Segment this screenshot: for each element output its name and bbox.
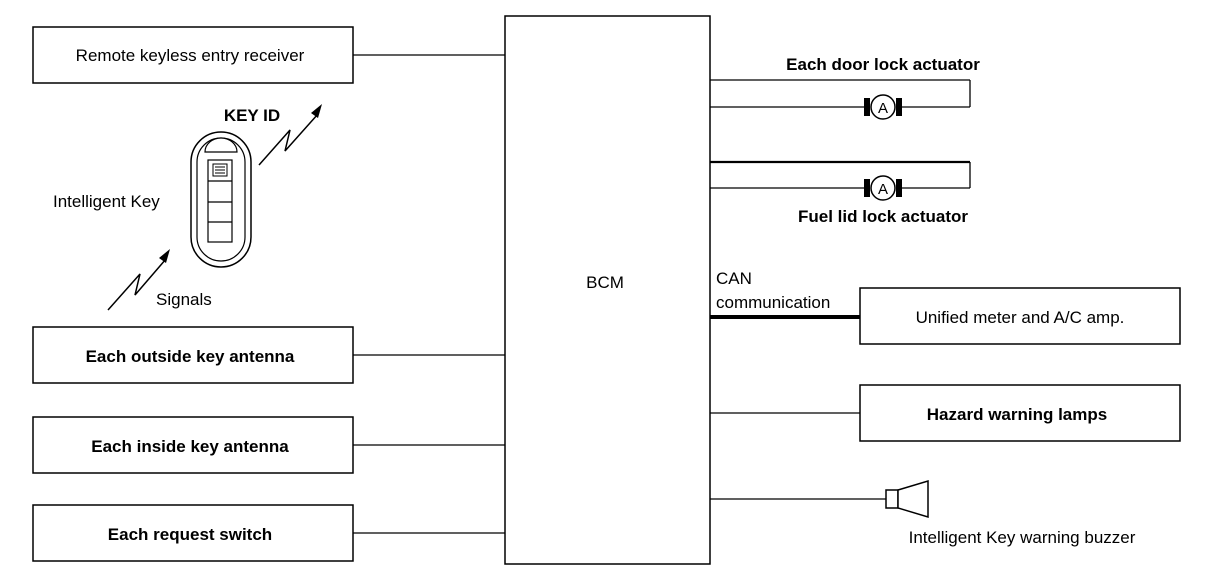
hazard-warning-lamps-label: Hazard warning lamps bbox=[927, 405, 1107, 424]
remote-keyless-entry-receiver-block: Remote keyless entry receiver bbox=[32, 26, 354, 84]
inside-key-antenna-label: Each inside key antenna bbox=[91, 437, 289, 456]
outside-key-antenna-block: Each outside key antenna bbox=[32, 326, 354, 384]
remote-keyless-entry-receiver-label: Remote keyless entry receiver bbox=[76, 46, 305, 65]
outside-key-antenna-label: Each outside key antenna bbox=[86, 347, 295, 366]
key-id-label: KEY ID bbox=[224, 106, 280, 125]
fuel-lid-lock-actuator-label: Fuel lid lock actuator bbox=[798, 207, 968, 226]
fuel-lid-actuator-circuit bbox=[710, 160, 971, 189]
unified-meter-block: Unified meter and A/C amp. bbox=[859, 287, 1181, 345]
bcm-box bbox=[504, 15, 711, 565]
signals-label: Signals bbox=[156, 290, 212, 309]
door-lock-motor-icon: A bbox=[864, 94, 902, 120]
door-lock-motor-symbol: A bbox=[878, 100, 888, 117]
buzzer-speaker-icon bbox=[885, 479, 929, 519]
key-id-radio-signal-icon bbox=[258, 104, 322, 166]
signals-radio-icon bbox=[107, 249, 170, 311]
can-label: CAN bbox=[716, 269, 752, 288]
door-lock-actuator-circuit bbox=[710, 79, 971, 108]
communication-label: communication bbox=[716, 293, 830, 312]
intelligent-key-fob-icon bbox=[190, 131, 252, 268]
door-lock-actuator-label: Each door lock actuator bbox=[786, 55, 980, 74]
hazard-warning-lamps-block: Hazard warning lamps bbox=[859, 384, 1181, 442]
fuel-lid-motor-symbol: A bbox=[878, 181, 888, 198]
intelligent-key-label: Intelligent Key bbox=[53, 192, 160, 211]
inside-key-antenna-block: Each inside key antenna bbox=[32, 416, 354, 474]
request-switch-label: Each request switch bbox=[108, 525, 272, 544]
warning-buzzer-label: Intelligent Key warning buzzer bbox=[909, 528, 1136, 547]
unified-meter-label: Unified meter and A/C amp. bbox=[916, 308, 1125, 327]
request-switch-block: Each request switch bbox=[32, 504, 354, 562]
bcm-label: BCM bbox=[586, 273, 624, 292]
fuel-lid-motor-icon: A bbox=[864, 175, 902, 201]
